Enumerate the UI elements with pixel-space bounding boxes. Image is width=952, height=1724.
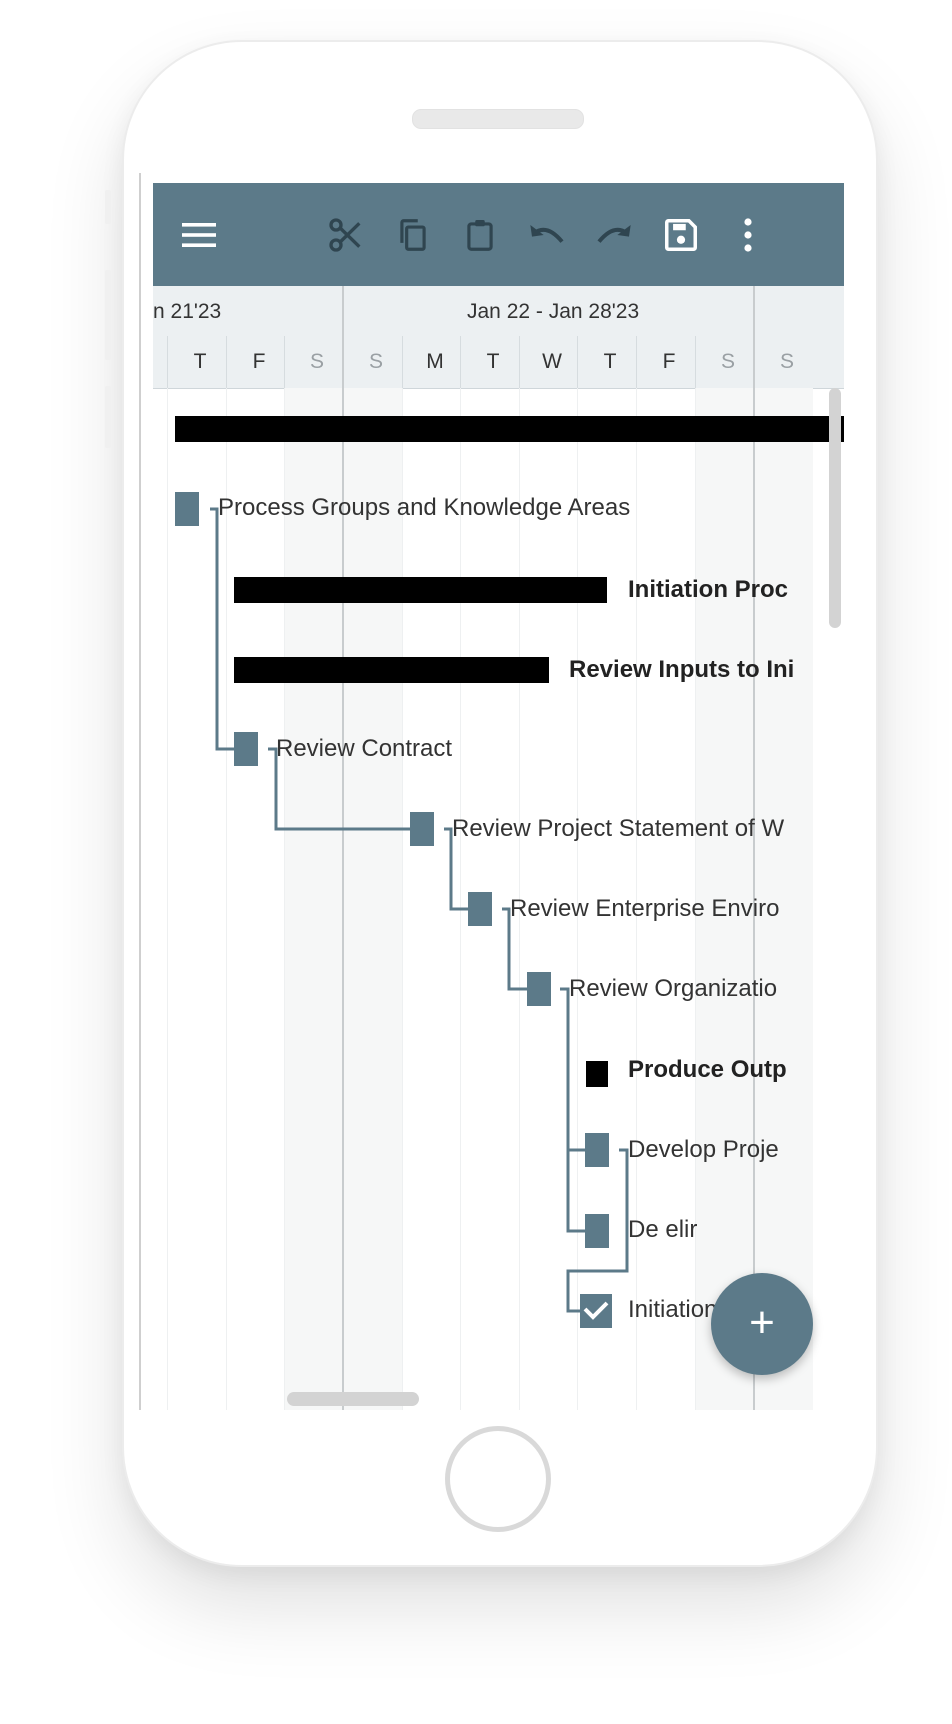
task-label: Initiation Proc: [628, 576, 789, 603]
task-label: Review Inputs to Ini: [569, 656, 795, 683]
task-bar[interactable]: [468, 892, 492, 926]
app-screen: n 21'23 Jan 22 - Jan 28'23 T F S S M T W…: [139, 173, 844, 1410]
day-cell: S: [284, 336, 349, 388]
menu-icon[interactable]: [169, 183, 229, 286]
save-icon[interactable]: [651, 183, 711, 286]
task-label: Review Enterprise Enviro: [510, 895, 780, 922]
horizontal-scrollbar[interactable]: [287, 1392, 419, 1406]
day-cell: F: [226, 336, 291, 388]
day-cell: [141, 336, 168, 388]
week-separator: [753, 286, 755, 1410]
gantt-chart: Process Groups and Knowledge Areas Initi…: [153, 286, 844, 1410]
task-label: Produce Outp: [628, 1056, 787, 1083]
day-cell: S: [754, 336, 819, 388]
week-header: n 21'23 Jan 22 - Jan 28'23: [153, 286, 844, 337]
day-cell: W: [519, 336, 584, 388]
phone-mute-switch: [105, 190, 111, 224]
week-separator: [342, 286, 344, 1410]
vertical-scrollbar[interactable]: [829, 388, 841, 628]
milestone-check[interactable]: [580, 1294, 612, 1328]
day-cell: T: [167, 336, 232, 388]
day-cell: F: [636, 336, 701, 388]
phone-speaker: [412, 109, 584, 129]
copy-icon[interactable]: [383, 183, 443, 286]
task-bar[interactable]: [527, 972, 551, 1006]
day-cell: S: [695, 336, 760, 388]
clipboard-icon[interactable]: [450, 183, 510, 286]
undo-icon[interactable]: [517, 183, 577, 286]
task-bar[interactable]: [585, 1214, 609, 1248]
day-header: T F S S M T W T F S S: [153, 336, 844, 389]
home-button[interactable]: [445, 1426, 551, 1532]
phone-volume-up: [105, 270, 111, 360]
summary-bar[interactable]: [234, 577, 607, 603]
more-vert-icon[interactable]: [718, 183, 778, 286]
redo-icon[interactable]: [584, 183, 644, 286]
summary-bar[interactable]: [175, 416, 844, 442]
week-label: n 21'23: [153, 300, 222, 323]
day-cell: S: [343, 336, 408, 388]
task-label: Review Organizatio: [569, 975, 778, 1002]
scissors-icon[interactable]: [316, 183, 376, 286]
task-label: Review Contract: [276, 735, 453, 762]
task-bar[interactable]: [410, 812, 434, 846]
phone-volume-down: [105, 386, 111, 448]
day-cell: M: [402, 336, 467, 388]
task-label: Develop Proje: [628, 1136, 779, 1163]
day-cell: T: [460, 336, 525, 388]
task-bar[interactable]: [175, 492, 199, 526]
summary-bar[interactable]: [586, 1061, 608, 1087]
task-bar[interactable]: [585, 1133, 609, 1167]
task-label: Review Project Statement of W: [452, 815, 785, 842]
toolbar: [153, 183, 844, 286]
task-label: Process Groups and Knowledge Areas: [218, 494, 631, 521]
task-bar[interactable]: [234, 732, 258, 766]
summary-bar[interactable]: [234, 657, 549, 683]
task-label: De elir: [628, 1216, 698, 1243]
week-label: Jan 22 - Jan 28'23: [467, 300, 640, 323]
day-cell: T: [577, 336, 642, 388]
add-task-button[interactable]: +: [711, 1273, 813, 1375]
